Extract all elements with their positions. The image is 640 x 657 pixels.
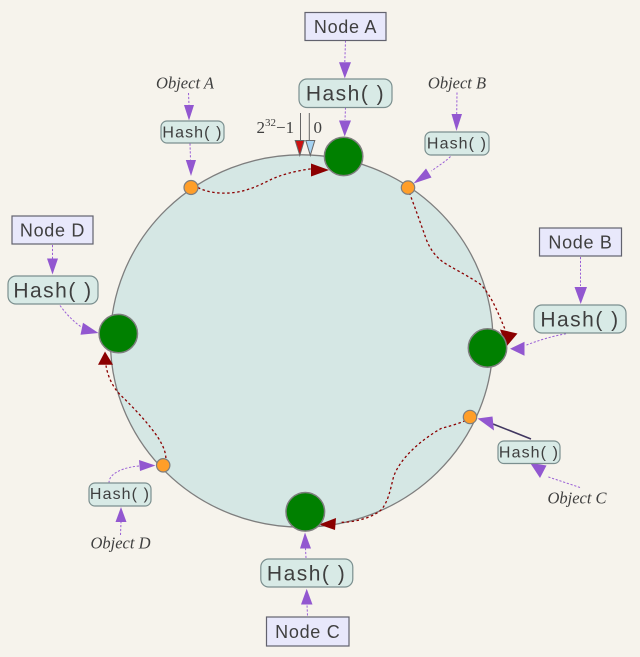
svg-text:Object A: Object A xyxy=(156,74,215,93)
svg-text:Object D: Object D xyxy=(90,534,150,553)
svg-text:Hash( ): Hash( ) xyxy=(90,486,150,503)
svg-text:0: 0 xyxy=(314,118,323,137)
svg-text:Node A: Node A xyxy=(314,17,377,37)
svg-text:232−1: 232−1 xyxy=(257,117,295,137)
svg-text:Node B: Node B xyxy=(548,233,612,253)
svg-text:Hash( ): Hash( ) xyxy=(499,445,559,462)
svg-text:Hash( ): Hash( ) xyxy=(540,309,619,332)
svg-text:Hash( ): Hash( ) xyxy=(427,136,487,153)
svg-text:Node D: Node D xyxy=(20,221,85,241)
svg-text:Hash( ): Hash( ) xyxy=(306,83,385,106)
svg-text:Hash( ): Hash( ) xyxy=(13,280,92,303)
svg-text:Object B: Object B xyxy=(428,74,486,93)
svg-text:Hash( ): Hash( ) xyxy=(267,563,346,586)
svg-text:Hash( ): Hash( ) xyxy=(162,125,222,142)
svg-text:Object C: Object C xyxy=(547,489,607,508)
svg-text:Node C: Node C xyxy=(275,622,340,642)
